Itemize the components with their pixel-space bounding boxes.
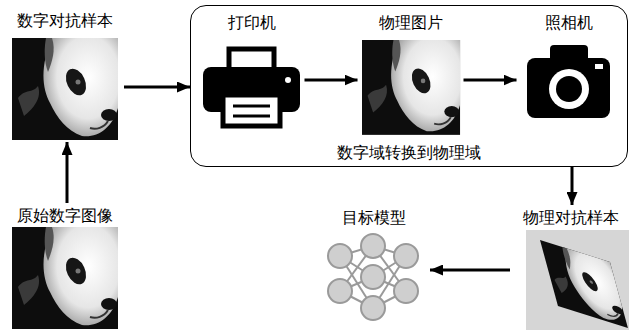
printed-image	[362, 40, 460, 135]
flow-arrow	[430, 269, 510, 272]
device-node: 照相机	[517, 10, 622, 122]
flow-arrow	[305, 79, 358, 82]
image-node: 原始数字图像	[6, 203, 124, 330]
physical-picture	[362, 40, 460, 135]
camera-lens	[556, 76, 582, 102]
flow-arrow	[464, 79, 517, 82]
neuron	[361, 265, 385, 289]
node-label: 目标模型	[342, 205, 406, 228]
image-node: 物理图片	[358, 10, 464, 138]
printer-tray	[223, 95, 280, 126]
neuron	[328, 244, 352, 268]
camera-lens-ring	[549, 69, 589, 109]
node-label: 打印机	[228, 10, 276, 33]
adversarial-image	[12, 38, 118, 140]
neuron	[361, 234, 385, 258]
flow-arrow	[66, 142, 69, 203]
camera-body	[527, 58, 610, 118]
printer-body	[203, 67, 300, 112]
process-group: 数字域转换到物理域 打印机 物理图片 照相机	[190, 5, 628, 167]
camera-flash	[595, 64, 603, 69]
photo-background	[526, 230, 629, 330]
group-caption: 数字域转换到物理域	[337, 143, 481, 163]
original-image	[12, 227, 118, 329]
printer-light	[285, 77, 291, 83]
device-node: 打印机	[200, 10, 305, 130]
image-node: 物理对抗样本	[510, 205, 632, 330]
image-node: 数字对抗样本	[6, 8, 124, 142]
printer-icon	[203, 49, 300, 126]
network-neurons	[328, 234, 418, 320]
node-label: 照相机	[545, 10, 593, 33]
neuron	[328, 279, 352, 303]
neuron	[394, 244, 418, 268]
node-label: 原始数字图像	[17, 203, 113, 226]
neuron	[394, 279, 418, 303]
node-label: 物理对抗样本	[523, 205, 619, 228]
node-label: 物理图片	[379, 10, 443, 33]
paper-line	[233, 105, 270, 108]
node-label: 数字对抗样本	[17, 8, 113, 31]
model-node: 目标模型	[318, 205, 430, 327]
flow-arrow	[124, 86, 190, 89]
flow-arrow	[571, 167, 574, 205]
camera-icon	[527, 45, 610, 118]
tilted-photo	[540, 240, 628, 328]
paper-line	[233, 115, 270, 118]
neuron	[361, 296, 385, 320]
photographed-image	[540, 240, 628, 328]
